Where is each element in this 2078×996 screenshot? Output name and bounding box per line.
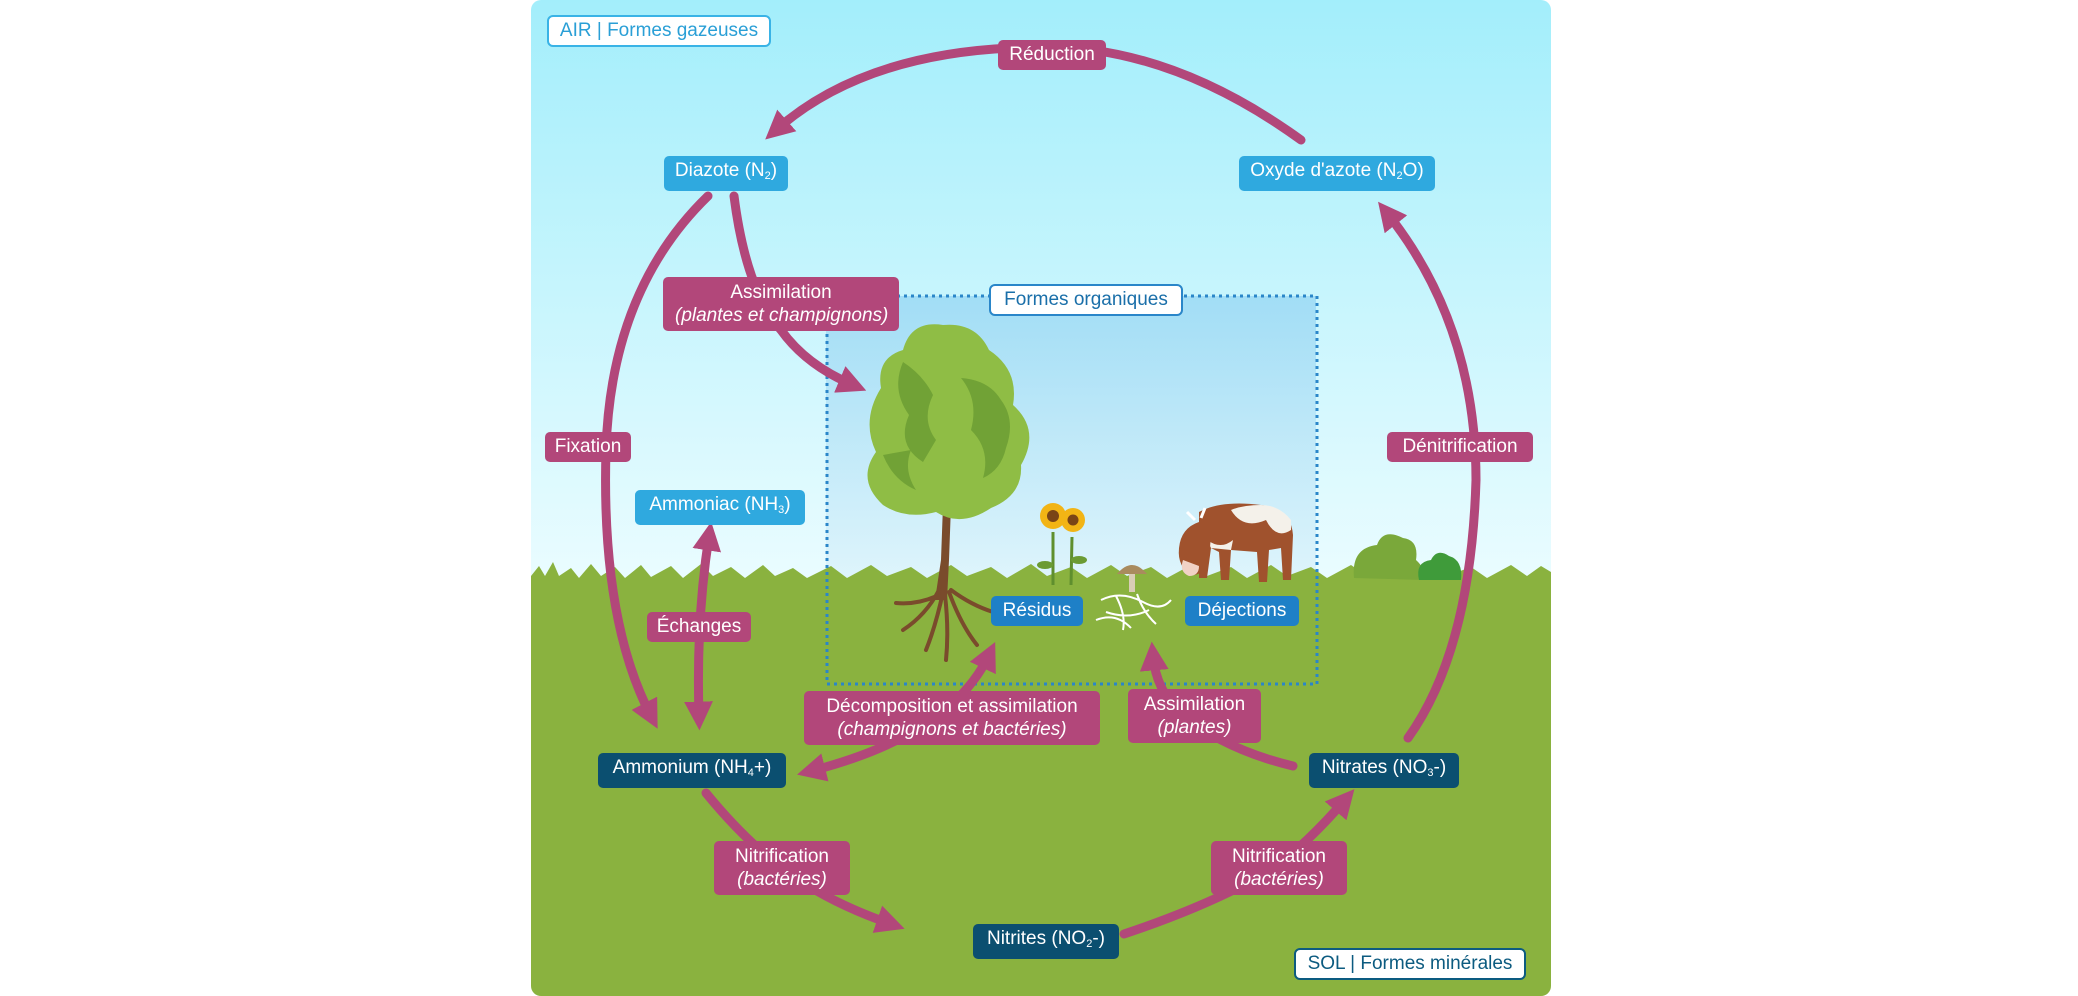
compound-nitrous-oxide-tail: O)	[1402, 160, 1424, 181]
compound-diazote-name: Diazote (N	[674, 160, 765, 181]
process-assimilation-top: Assimilation (plantes et champignons)	[663, 277, 899, 331]
process-nitrification-left-title: Nitrification	[735, 846, 829, 867]
compound-ammonia-subscript: 3	[778, 504, 785, 516]
process-assimilation-plants-title: Assimilation	[1143, 694, 1246, 715]
process-denitrification: Dénitrification	[1387, 432, 1533, 462]
process-assimilation-plants-subtitle: (plantes)	[1157, 717, 1232, 738]
compound-diazote: Diazote (N2)	[664, 156, 788, 191]
compound-nitrates-name: Nitrates (NO	[1321, 757, 1428, 778]
process-exchanges: Échanges	[647, 612, 751, 642]
process-decomposition: Décomposition et assimilation (champigno…	[804, 691, 1100, 745]
diagram-artwork	[531, 0, 1551, 996]
compound-nitrous-oxide-subscript: 2	[1396, 170, 1403, 182]
process-nitrification-left-subtitle: (bactéries)	[737, 869, 827, 890]
air-region-label: AIR | Formes gazeuses	[547, 15, 771, 47]
organic-excrement: Déjections	[1185, 596, 1299, 626]
bushes-illustration	[1353, 534, 1462, 580]
organic-residues: Résidus	[991, 596, 1083, 626]
process-reduction: Réduction	[998, 40, 1106, 70]
arrow-denitrification	[1378, 201, 1481, 743]
process-assimilation-plants: Assimilation (plantes)	[1128, 689, 1261, 743]
tree-illustration	[867, 324, 1030, 662]
soil-region-label: SOL | Formes minérales	[1294, 948, 1526, 980]
compound-nitrites-tail: -)	[1092, 928, 1105, 949]
process-nitrification-right-subtitle: (bactéries)	[1234, 869, 1324, 890]
compound-ammonia-name: Ammoniac (NH	[649, 494, 779, 515]
compound-ammonia: Ammoniac (NH3)	[635, 490, 805, 525]
compound-nitrites: Nitrites (NO2-)	[973, 924, 1119, 959]
compound-diazote-tail: )	[770, 160, 778, 181]
compound-ammonium-name: Ammonium (NH	[612, 757, 748, 778]
cow-illustration	[1178, 503, 1293, 582]
process-assimilation-top-title: Assimilation	[730, 282, 832, 303]
process-nitrification-left: Nitrification (bactéries)	[714, 841, 850, 895]
compound-ammonium-subscript: 4	[747, 767, 754, 779]
process-nitrification-right: Nitrification (bactéries)	[1211, 841, 1347, 895]
organic-region-label: Formes organiques	[989, 284, 1183, 316]
compound-nitrous-oxide-name: Oxyde d'azote (N	[1250, 160, 1397, 181]
compound-diazote-subscript: 2	[764, 170, 771, 182]
process-decomposition-subtitle: (champignons et bactéries)	[837, 719, 1067, 740]
compound-nitrates: Nitrates (NO3-)	[1309, 753, 1459, 788]
mushroom-illustration	[1095, 565, 1172, 631]
compound-ammonia-tail: )	[784, 494, 791, 515]
process-nitrification-right-title: Nitrification	[1232, 846, 1326, 867]
compound-ammonium-tail: +)	[753, 757, 772, 778]
compound-nitrites-name: Nitrites (NO	[986, 928, 1087, 949]
sunflowers-illustration	[1037, 503, 1087, 586]
compound-nitrates-subscript: 3	[1427, 767, 1434, 779]
compound-nitrates-tail: -)	[1433, 757, 1447, 778]
process-fixation: Fixation	[545, 432, 631, 462]
nitrogen-cycle-diagram: AIR | Formes gazeuses SOL | Formes minér…	[531, 0, 1551, 996]
compound-nitrites-subscript: 2	[1086, 938, 1093, 950]
process-assimilation-top-subtitle: (plantes et champignons)	[675, 305, 889, 326]
process-decomposition-title: Décomposition et assimilation	[826, 696, 1078, 717]
compound-nitrous-oxide: Oxyde d'azote (N2O)	[1239, 156, 1435, 191]
compound-ammonium: Ammonium (NH4+)	[598, 753, 786, 788]
